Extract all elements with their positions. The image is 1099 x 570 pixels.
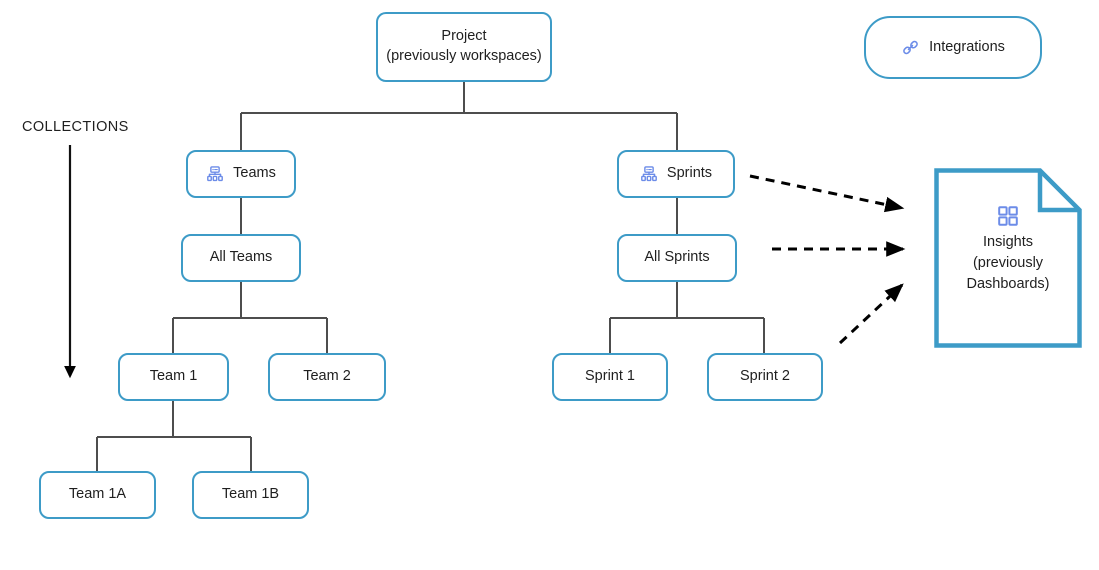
node-sprint-2-label: Sprint 2 <box>740 368 790 385</box>
node-all-sprints[interactable]: All Sprints <box>617 234 737 282</box>
node-all-teams[interactable]: All Teams <box>181 234 301 282</box>
node-team-2[interactable]: Team 2 <box>268 353 386 401</box>
node-sprints[interactable]: Sprints <box>617 150 735 198</box>
node-team-1a[interactable]: Team 1A <box>39 471 156 519</box>
node-integrations-label: Integrations <box>929 38 1005 55</box>
node-team-1b[interactable]: Team 1B <box>192 471 309 519</box>
node-all-teams-label: All Teams <box>209 249 273 266</box>
link-icon <box>901 38 920 57</box>
node-team-1a-label: Team 1A <box>68 486 127 503</box>
node-sprint-1-label: Sprint 1 <box>585 368 635 385</box>
node-team-1[interactable]: Team 1 <box>118 353 229 401</box>
node-project[interactable]: Project (previously workspaces) <box>376 12 552 82</box>
dashed-arrows-to-insights <box>749 174 906 345</box>
node-sprints-label: Sprints <box>666 165 713 182</box>
grid-2x2-icon <box>934 204 1082 228</box>
node-insights[interactable]: Insights (previously Dashboards) <box>934 168 1082 348</box>
node-project-label: Project (previously workspaces) <box>386 28 542 64</box>
org-chart-icon <box>640 165 658 183</box>
node-insights-label: Insights (previously Dashboards) <box>966 234 1050 293</box>
node-team-2-label: Team 2 <box>303 368 351 385</box>
node-all-sprints-label: All Sprints <box>644 249 710 266</box>
node-integrations[interactable]: Integrations <box>864 16 1042 79</box>
node-team-1b-label: Team 1B <box>221 486 280 503</box>
tree-connectors <box>96 82 765 471</box>
org-chart-icon <box>206 165 224 183</box>
node-teams-label: Teams <box>233 165 276 182</box>
node-team-1-label: Team 1 <box>149 368 198 385</box>
node-sprint-1[interactable]: Sprint 1 <box>552 353 668 401</box>
node-teams[interactable]: Teams <box>186 150 296 198</box>
document-shape-icon <box>934 168 1082 348</box>
collections-label: COLLECTIONS <box>22 119 129 135</box>
node-sprint-2[interactable]: Sprint 2 <box>707 353 823 401</box>
